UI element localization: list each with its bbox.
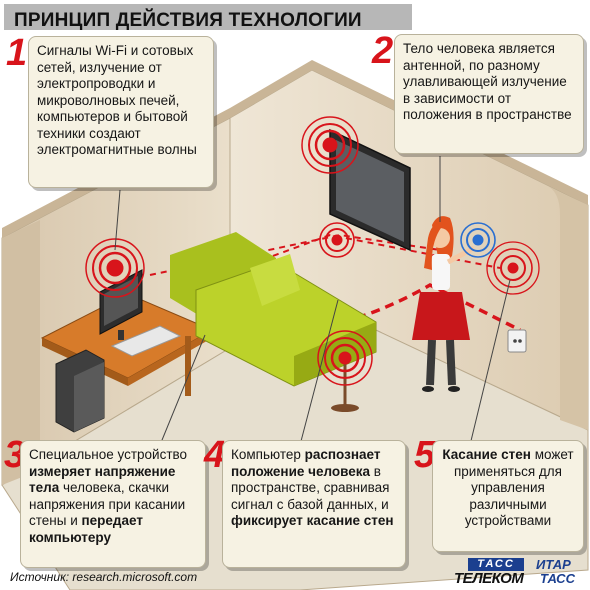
step-5-box: Касание стен может применяться для управ…: [432, 440, 584, 552]
desk: [40, 293, 214, 433]
step-3-bold-1: измеряет напряжение тела: [29, 463, 176, 496]
step-3-box: Специальное устройство измеряет напряжен…: [20, 440, 206, 568]
wave-rings-desk: [85, 238, 145, 298]
lamp-stand: [331, 360, 359, 412]
step-4-bold-1: распознает положение человека: [231, 447, 381, 479]
wave-rings-tv: [301, 116, 359, 174]
step-3-text-2: человека, скачки напряжения при касании …: [29, 480, 186, 528]
callout-pointers: [114, 156, 511, 446]
step-2-text: Тело человека является антенной, по разн…: [403, 41, 572, 122]
source-credit: Источник: research.microsoft.com: [10, 570, 198, 584]
wave-rings-human-blue: [460, 222, 496, 258]
wave-rings-wall: [319, 222, 355, 258]
itar-tass-logo: ИТАР ТАСС: [534, 558, 588, 588]
step-number-5: 5: [414, 434, 436, 476]
woman-figure: [412, 216, 476, 392]
step-3-text-1: Специальное устройство: [29, 447, 188, 462]
step-2-box: Тело человека является антенной, по разн…: [394, 34, 584, 154]
wall-socket: [507, 329, 527, 353]
right-wall-rounded-edge: [545, 185, 588, 430]
wave-rings-lamp: [317, 330, 373, 386]
step-4-box: Компьютер распознает положение человека …: [222, 440, 406, 568]
wall-tv: [329, 128, 411, 252]
desk-monitor: [99, 269, 182, 357]
step-1-box: Сигналы Wi-Fi и сотовых сетей, излучение…: [28, 36, 214, 188]
tass-telecom-logo: ТАСС ТЕЛЕКОМ: [454, 558, 530, 588]
step-4-text-2: в пространстве, сравнивая сигнал с базой…: [231, 463, 390, 512]
left-wall-rounded-edge: [2, 220, 40, 485]
step-number-3: 3: [4, 434, 26, 476]
title-bar: ПРИНЦИП ДЕЙСТВИЯ ТЕХНОЛОГИИ: [4, 4, 412, 31]
step-5-bold-1: Касание стен: [442, 447, 531, 462]
wave-rings-socket: [486, 241, 540, 295]
step-4-bold-2: фиксирует касание стен: [231, 513, 394, 528]
step-1-text: Сигналы Wi-Fi и сотовых сетей, излучение…: [37, 43, 197, 157]
step-number-4: 4: [204, 434, 226, 476]
step-number-2: 2: [372, 30, 394, 72]
itar-logo-text: ИТАР: [536, 557, 571, 572]
sofa: [170, 232, 377, 387]
step-5-text-1: может применяться для управления различн…: [453, 447, 574, 528]
step-3-bold-2: передает компьютеру: [29, 513, 143, 545]
step-number-1: 1: [6, 32, 28, 74]
page-title: ПРИНЦИП ДЕЙСТВИЯ ТЕХНОЛОГИИ: [14, 10, 362, 31]
step-4-text-1: Компьютер: [231, 447, 305, 462]
tass-logo-text: ТАСС: [540, 571, 575, 586]
tass-telecom-logo-bottom: ТЕЛЕКОМ: [454, 570, 524, 587]
tass-telecom-logo-top: ТАСС: [468, 558, 524, 571]
